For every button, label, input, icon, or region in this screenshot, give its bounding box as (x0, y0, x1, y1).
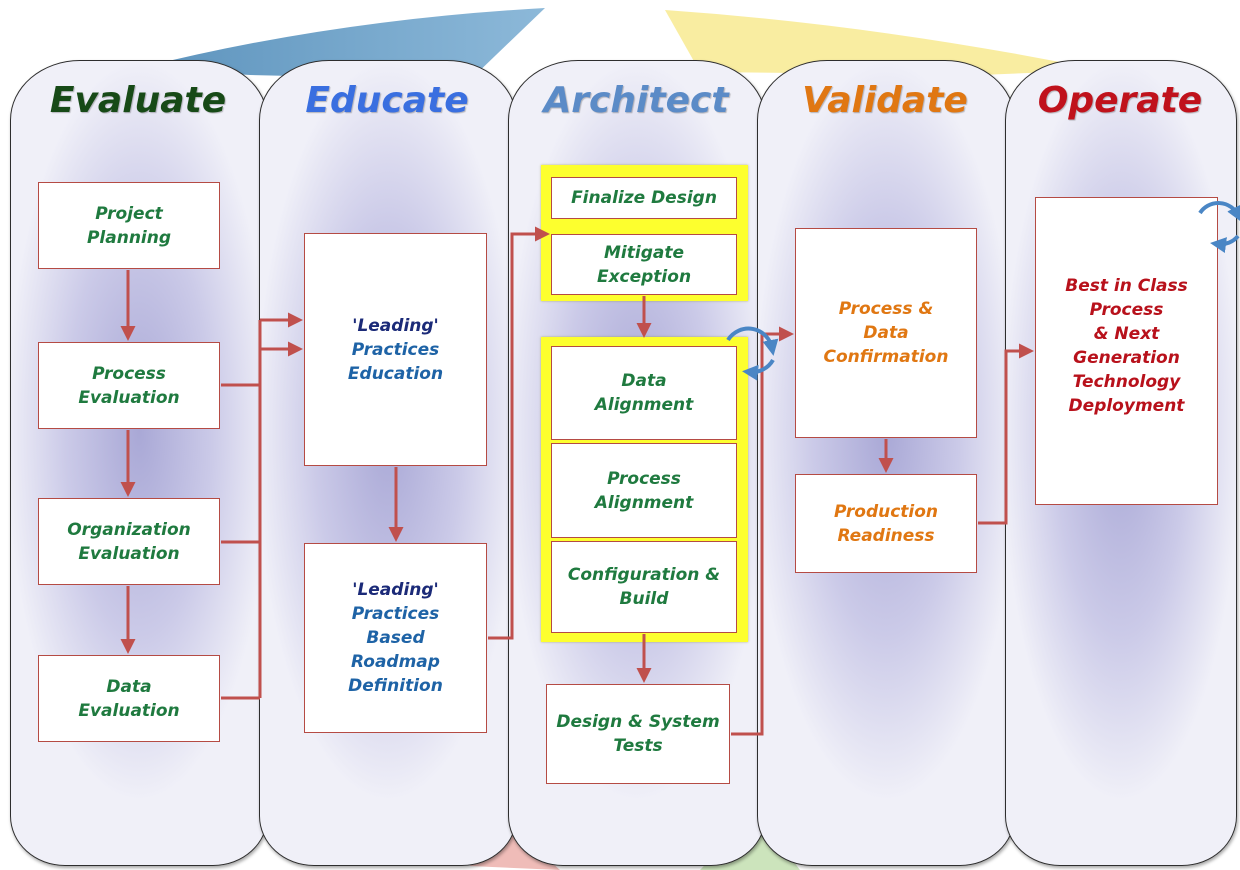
label-line: 'Leading' (352, 580, 439, 600)
label-line: Data (621, 371, 667, 391)
label-line: Readiness (837, 525, 935, 546)
label-line: Process (1089, 300, 1164, 320)
label-line: Evaluation (78, 700, 180, 721)
label-line: Production (833, 501, 939, 522)
label-line: Data (863, 323, 909, 343)
label-line: 'Leading' (352, 315, 439, 336)
label-line: Alignment (594, 492, 694, 513)
label-line: Education (347, 363, 444, 384)
label-line: Project (95, 203, 163, 224)
box-configuration-build[interactable]: Configuration & Build (551, 541, 737, 633)
title-validate: Validate (802, 80, 968, 121)
label-line: Technology (1072, 372, 1181, 392)
box-finalize-design[interactable]: Finalize Design (551, 177, 737, 219)
label-line: Mitigate (604, 242, 684, 263)
label-line: Process & (838, 299, 934, 319)
label-line: Process (92, 363, 166, 384)
label-line: & Next (1093, 324, 1160, 344)
box-finalize-design-label: Finalize Design (571, 186, 717, 210)
label-line: Confirmation (823, 347, 949, 367)
label-line: Planning (86, 227, 172, 248)
label-line: Process (607, 468, 681, 489)
title-educate: Educate (305, 80, 469, 121)
label-line: Evaluation (78, 543, 180, 564)
title-architect: Architect (543, 80, 729, 121)
label-line: Based (366, 628, 425, 648)
label-line: Tests (613, 736, 663, 756)
title-operate: Operate (1037, 80, 1203, 121)
label-line: Data (106, 676, 152, 697)
label-line: Build (619, 589, 669, 609)
label-line: Generation (1073, 348, 1180, 368)
label-line: Practices (351, 339, 440, 360)
title-evaluate: Evaluate (49, 80, 227, 121)
column-validate (757, 60, 1015, 866)
label-line: Best in Class (1065, 276, 1188, 296)
label-line: Design & System (556, 712, 720, 732)
label-line: Exception (596, 266, 692, 287)
column-evaluate (10, 60, 268, 866)
label-line: Alignment (594, 395, 694, 415)
label-line: Definition (348, 676, 443, 696)
box-configuration-build-label: Configuration & Build (568, 563, 720, 611)
label-line: Configuration & (567, 565, 721, 585)
decorative-yellow-swoosh (665, 10, 1100, 75)
label-line: Organization (67, 519, 191, 540)
label-line: Deployment (1068, 396, 1185, 416)
label-line: Finalize Design (571, 188, 717, 208)
label-line: Practices (351, 604, 440, 624)
label-line: Roadmap (351, 652, 440, 672)
label-line: Evaluation (78, 387, 180, 408)
